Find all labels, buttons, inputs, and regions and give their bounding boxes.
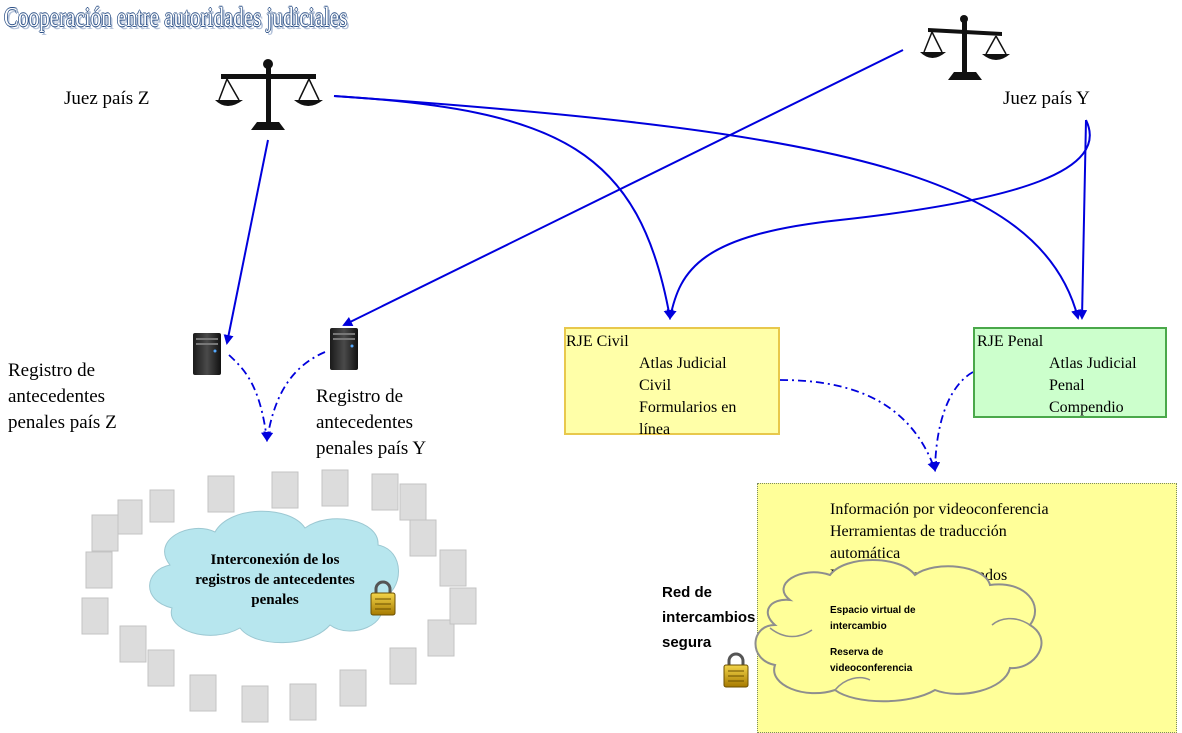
rje-civil-item: línea	[639, 421, 671, 438]
rje-penal-box: RJE Penal Atlas Judicial Penal Compendio	[973, 327, 1167, 418]
dashdot-registry-z-to-interconnection	[228, 354, 271, 442]
rje-civil-item: Formularios en	[639, 399, 737, 416]
rje-civil-title: RJE Civil	[566, 333, 629, 350]
connector-arrows	[223, 49, 1091, 345]
rje-civil-item: Civil	[639, 377, 672, 394]
rje-civil-box: RJE Civil Atlas Judicial Civil Formulari…	[564, 327, 780, 438]
arrow-judge-y-to-rje-civil	[666, 119, 1091, 320]
arrow-judge-y-to-registry-y	[342, 49, 904, 326]
interconnection-label: Interconexión de los registros de antece…	[195, 552, 355, 608]
cloud-item: intercambio	[830, 621, 887, 632]
padlock-icon	[723, 652, 749, 688]
network-service: Herramientas de traducción	[830, 523, 1007, 540]
network-service: automática	[830, 545, 901, 562]
secure-network-label: Red de intercambios segura	[662, 584, 756, 651]
rje-penal-item: Compendio	[1049, 399, 1124, 416]
cloud-item: videoconferencia	[830, 663, 913, 674]
registry-y-label: Registro de antecedentes penales país Y	[316, 386, 427, 459]
dashdot-registry-y-to-interconnection	[263, 351, 326, 442]
scales-icon	[215, 59, 323, 130]
arrow-judge-z-to-rje-penal	[333, 95, 1081, 320]
dashdot-arrows	[228, 351, 974, 472]
dashdot-penal-to-network	[930, 371, 974, 472]
cloud-item: Reserva de	[830, 647, 884, 658]
page-title: Cooperación entre autoridades judiciales	[4, 2, 348, 32]
cloud-icon	[754, 559, 1043, 703]
padlock-icon	[370, 580, 396, 616]
scales-icon	[920, 15, 1010, 80]
network-service: Información por videoconferencia	[830, 501, 1049, 518]
arrow-judge-y-to-rje-penal	[1077, 119, 1088, 320]
judge-z-label: Juez país Z	[64, 88, 150, 109]
server-icon	[193, 333, 221, 375]
server-ring	[81, 469, 477, 723]
rje-penal-item: Penal	[1049, 377, 1085, 394]
registry-z-label: Registro de antecedentes penales país Z	[8, 360, 117, 433]
judge-y-label: Juez país Y	[1003, 88, 1090, 109]
dashdot-civil-to-network	[779, 379, 938, 472]
rje-civil-item: Atlas Judicial	[639, 355, 727, 372]
cloud-item: Espacio virtual de	[830, 605, 916, 616]
arrow-judge-z-to-rje-civil	[333, 95, 674, 320]
rje-penal-item: Atlas Judicial	[1049, 355, 1137, 372]
rje-penal-title: RJE Penal	[977, 333, 1044, 350]
server-icon	[330, 328, 358, 370]
arrow-judge-z-to-registry-z	[223, 139, 269, 345]
